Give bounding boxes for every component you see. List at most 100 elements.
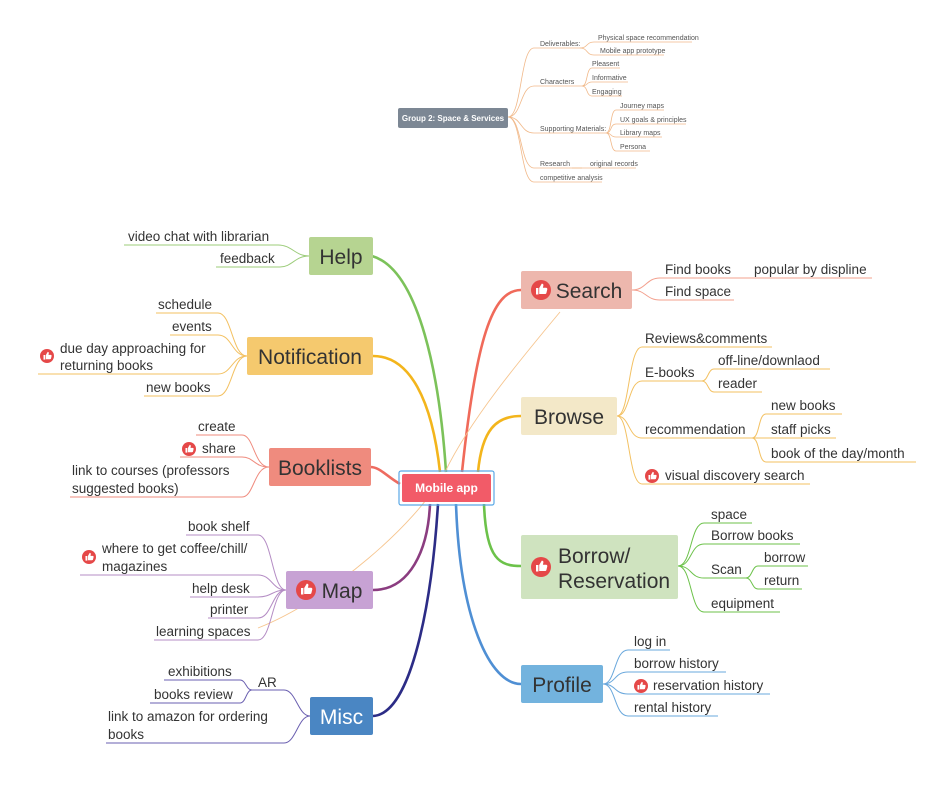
root-label: Mobile app	[415, 481, 478, 495]
thumbs-up-icon	[531, 280, 551, 300]
leaf-amazon-line2[interactable]: books	[108, 727, 144, 742]
topic-browse-label: Browse	[534, 406, 604, 429]
map-branches	[80, 534, 287, 641]
leaf-schedule[interactable]: schedule	[158, 297, 212, 312]
root-node[interactable]	[402, 474, 491, 502]
leaf-create[interactable]: create	[198, 419, 236, 434]
topic-search-label: Search	[556, 280, 623, 303]
topic-help[interactable]	[309, 237, 373, 275]
leaf-amazon-line1[interactable]: link to amazon for ordering	[108, 709, 268, 724]
leaf-due-day-line2[interactable]: returning books	[60, 358, 153, 373]
leaf-share[interactable]: share	[202, 441, 236, 456]
thumbs-up-icon	[634, 679, 648, 693]
search-branches	[631, 277, 872, 301]
leaf-offline-download[interactable]: off-line/downlaod	[718, 353, 820, 368]
leaf-popular-by-discipline[interactable]: popular by displine	[754, 262, 867, 277]
borrow-branches	[677, 522, 808, 613]
misc-branches	[106, 679, 311, 744]
group2-leaf: Physical space recommendation	[598, 35, 699, 42]
topic-misc[interactable]	[310, 697, 373, 735]
leaf-new-books[interactable]: new books	[146, 380, 211, 395]
leaf-help-desk[interactable]: help desk	[192, 581, 250, 596]
topic-profile[interactable]	[521, 665, 603, 703]
leaf-scan-return[interactable]: return	[764, 573, 799, 588]
group2-leaf: original records	[590, 161, 638, 168]
topic-booklists[interactable]	[269, 448, 371, 486]
profile-branches	[602, 649, 770, 717]
group2-leaf: Library maps	[620, 130, 661, 137]
leaf-reservation-history[interactable]: reservation history	[653, 678, 764, 693]
leaf-ebooks[interactable]: E-books	[645, 365, 695, 380]
topic-borrow-label-line1: Borrow/	[558, 545, 631, 568]
help-branches	[124, 244, 310, 268]
leaf-borrow-history[interactable]: borrow history	[634, 656, 719, 671]
topic-misc-label: Misc	[320, 706, 363, 729]
leaf-events[interactable]: events	[172, 319, 212, 334]
main-branches	[369, 254, 522, 718]
leaf-books-review[interactable]: books review	[154, 687, 233, 702]
leaf-link-courses-line1[interactable]: link to courses (professors	[72, 463, 230, 478]
leaf-rec-staff-picks[interactable]: staff picks	[771, 422, 831, 437]
thumbs-up-icon	[82, 550, 96, 564]
thumbs-up-icon	[296, 580, 316, 600]
leaf-borrow-books[interactable]: Borrow books	[711, 528, 794, 543]
topic-search[interactable]	[521, 271, 632, 309]
group2-leaf: Journey maps	[620, 103, 664, 110]
thumbs-up-icon	[645, 469, 659, 483]
topic-help-label: Help	[319, 246, 362, 269]
leaf-rec-book-of-day[interactable]: book of the day/month	[771, 446, 905, 461]
leaf-equipment[interactable]: equipment	[711, 596, 774, 611]
topic-profile-label: Profile	[532, 674, 592, 697]
group2-leaf: Persona	[620, 144, 646, 151]
group2-leaf: Informative	[592, 75, 627, 82]
leaf-find-books[interactable]: Find books	[665, 262, 731, 277]
group2-branch-label: competitive analysis	[540, 175, 603, 182]
topic-notification[interactable]	[247, 337, 373, 375]
leaf-visual-discovery[interactable]: visual discovery search	[665, 468, 805, 483]
leaf-recommendation[interactable]: recommendation	[645, 422, 746, 437]
leaf-video-chat[interactable]: video chat with librarian	[128, 229, 269, 244]
leaf-book-shelf[interactable]: book shelf	[188, 519, 250, 534]
leaf-learning-spaces[interactable]: learning spaces	[156, 624, 251, 639]
topic-browse[interactable]	[521, 397, 617, 435]
booklists-branches	[70, 434, 270, 498]
leaf-reviews-comments[interactable]: Reviews&comments	[645, 331, 768, 346]
group2-leaf: UX goals & principles	[620, 117, 687, 124]
leaf-rental-history[interactable]: rental history	[634, 700, 712, 715]
leaf-link-courses-line2[interactable]: suggested books)	[72, 481, 179, 496]
thumbs-up-icon	[182, 442, 196, 456]
leaf-find-space[interactable]: Find space	[665, 284, 731, 299]
group2-leaf: Pleasent	[592, 61, 619, 68]
leaf-scan[interactable]: Scan	[711, 562, 742, 577]
topic-borrow-reservation[interactable]	[521, 535, 678, 599]
group2-title-box[interactable]	[398, 108, 508, 128]
root-selection-frame	[398, 470, 495, 506]
group2-branch	[507, 41, 692, 183]
leaf-feedback[interactable]: feedback	[220, 251, 275, 266]
leaf-printer[interactable]: printer	[210, 602, 249, 617]
leaf-exhibitions[interactable]: exhibitions	[168, 664, 232, 679]
group2-branch-label: Characters	[540, 79, 575, 86]
group2-leaf: Engaging	[592, 89, 622, 96]
leaf-coffee-line1[interactable]: where to get coffee/chill/	[101, 541, 248, 556]
leaf-reader[interactable]: reader	[718, 376, 758, 391]
group2-branch-label: Supporting Materials:	[540, 126, 606, 133]
leaf-ar[interactable]: AR	[258, 675, 277, 690]
leaf-space[interactable]: space	[711, 507, 747, 522]
thumbs-up-icon	[40, 349, 54, 363]
notification-branches	[38, 312, 248, 397]
leaf-log-in[interactable]: log in	[634, 634, 666, 649]
browse-branches	[616, 346, 916, 485]
topic-booklists-label: Booklists	[278, 457, 362, 480]
leaf-scan-borrow[interactable]: borrow	[764, 550, 806, 565]
group2-title: Group 2: Space & Services	[402, 114, 505, 123]
topic-borrow-label-line2: Reservation	[558, 570, 670, 593]
leaf-due-day-line1[interactable]: due day approaching for	[60, 341, 206, 356]
leaf-coffee-line2[interactable]: magazines	[102, 559, 168, 574]
group2-branch-label: Deliverables:	[540, 41, 581, 48]
topic-map-label: Map	[322, 580, 363, 603]
group2-branch-label: Research	[540, 161, 570, 168]
topic-notification-label: Notification	[258, 346, 362, 369]
leaf-rec-new-books[interactable]: new books	[771, 398, 836, 413]
